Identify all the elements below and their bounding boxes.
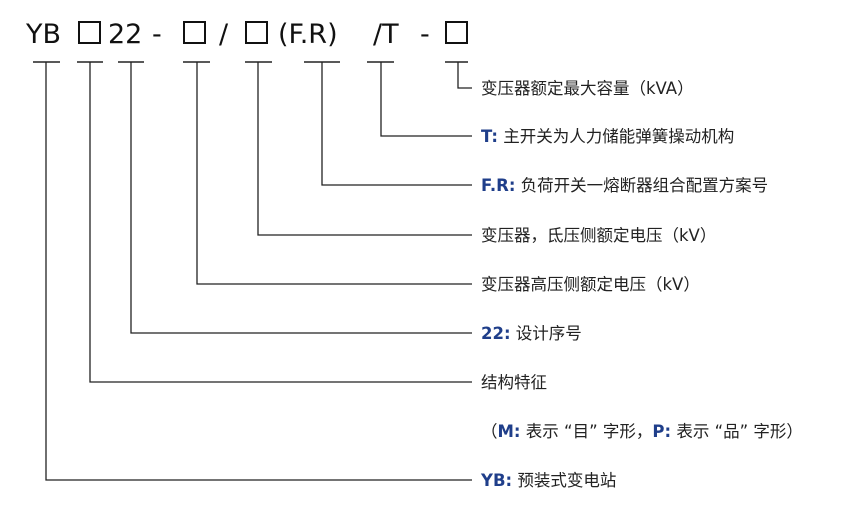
label-design-text: 设计序号: [511, 324, 582, 343]
leader-t: [380, 62, 472, 137]
label-yb-text: 预装式变电站: [512, 471, 616, 490]
label-structure: 结构特征: [481, 373, 547, 392]
label-t: T: 主开关为人力储能弹簧操动机构: [481, 127, 734, 146]
code-slash-1: /: [219, 19, 229, 50]
code-prefix: YB: [25, 19, 61, 50]
note-m-text: 表示 “目” 字形，: [521, 422, 653, 441]
label-fr: F.R: 负荷开关一熔断器组合配置方案号: [481, 176, 768, 195]
note-m-key: M:: [498, 422, 521, 441]
leader-design-no: [130, 62, 472, 334]
leader-capacity: [457, 62, 472, 89]
note-open-paren: （: [481, 422, 498, 441]
label-structure-note: （M: 表示 “目” 字形，P: 表示 “品” 字形）: [481, 422, 803, 441]
leader-fr: [321, 62, 472, 186]
label-yb: YB: 预装式变电站: [480, 471, 616, 490]
label-fr-text: 负荷开关一熔断器组合配置方案号: [515, 176, 768, 195]
label-yb-key: YB:: [480, 471, 512, 490]
label-t-text: 主开关为人力储能弹簧操动机构: [498, 127, 734, 146]
leader-hv-voltage: [196, 62, 472, 285]
capacity-placeholder-box: [445, 21, 468, 44]
note-p-key: P:: [652, 422, 671, 441]
code-design-no: 22: [108, 19, 142, 50]
label-lv-voltage: 变压器，氐压侧额定电压（kV）: [481, 226, 716, 245]
code-fr: (F.R): [278, 19, 338, 50]
label-hv-voltage: 变压器高压侧额定电压（kV）: [481, 275, 700, 294]
label-capacity: 变压器额定最大容量（kVA）: [481, 79, 694, 98]
lv-placeholder-box: [245, 21, 268, 44]
code-dash-1: -: [152, 19, 162, 50]
leader-lv-voltage: [257, 62, 472, 236]
leader-structure: [89, 62, 472, 383]
leader-yb: [45, 62, 472, 481]
label-fr-key: F.R:: [481, 176, 515, 195]
note-p-text: 表示 “品” 字形）: [671, 422, 803, 441]
structure-placeholder-box: [78, 21, 101, 44]
code-dash-2: -: [420, 19, 430, 50]
label-design-no: 22: 设计序号: [481, 324, 582, 343]
label-t-key: T:: [481, 127, 498, 146]
hv-placeholder-box: [183, 21, 206, 44]
label-design-key: 22:: [481, 324, 511, 343]
code-t-part: /T: [373, 19, 399, 50]
